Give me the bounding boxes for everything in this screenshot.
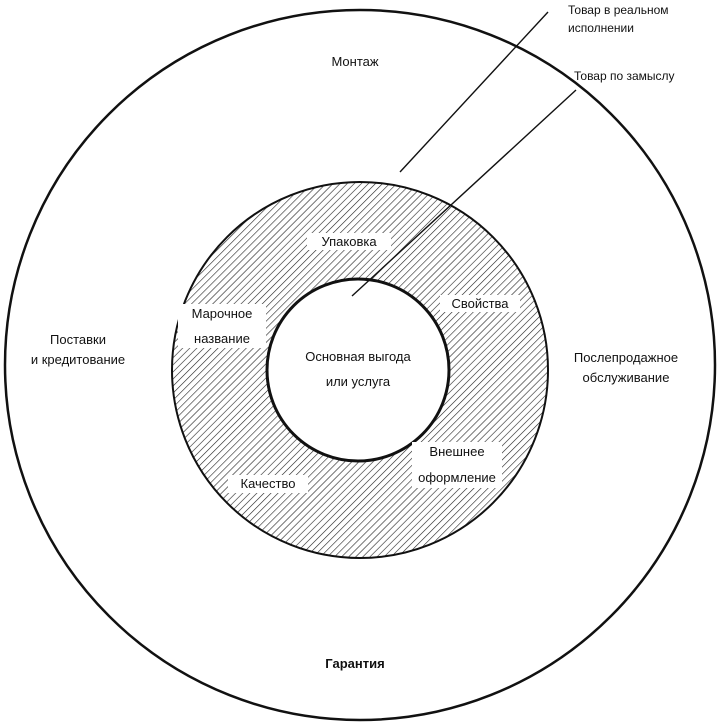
label-actual-product-line2: исполнении xyxy=(568,21,634,35)
label-core-line1: Основная выгода xyxy=(305,349,411,364)
label-quality: Качество xyxy=(241,476,296,491)
label-design-line2: оформление xyxy=(418,470,496,485)
label-product-concept: Товар по замыслу xyxy=(574,69,675,83)
label-installation: Монтаж xyxy=(331,54,378,69)
label-warranty: Гарантия xyxy=(325,656,384,671)
label-design-line1: Внешнее xyxy=(429,444,484,459)
label-after-sales-line2: обслуживание xyxy=(583,370,670,385)
label-properties: Свойства xyxy=(451,296,509,311)
label-actual-product-line1: Товар в реальном xyxy=(568,3,669,17)
bg-brand xyxy=(178,304,266,348)
label-packaging: Упаковка xyxy=(321,234,377,249)
label-delivery-line1: Поставки xyxy=(50,332,106,347)
label-delivery-line2: и кредитование xyxy=(31,352,125,367)
label-after-sales-line1: Послепродажное xyxy=(574,350,678,365)
label-core-line2: или услуга xyxy=(326,374,391,389)
bg-quality xyxy=(228,475,308,493)
leader-line-concept xyxy=(351,89,577,297)
core-circle xyxy=(265,277,451,463)
leader-line-actual-product xyxy=(399,11,549,173)
label-brand-line1: Марочное xyxy=(192,306,253,321)
bg-design xyxy=(412,442,502,488)
bg-packaging xyxy=(307,233,391,250)
bg-properties xyxy=(440,295,520,312)
label-brand-line2: название xyxy=(194,331,250,346)
